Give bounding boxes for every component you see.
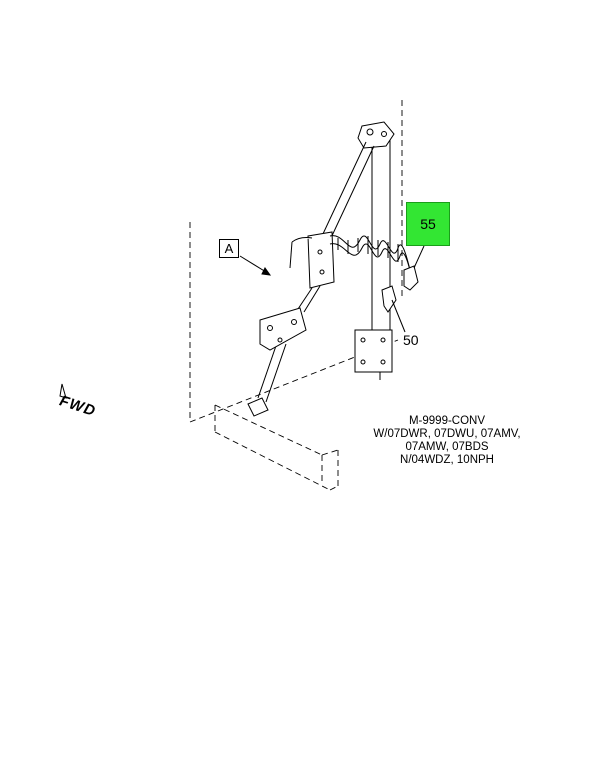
upper-arm xyxy=(321,141,375,241)
cable-clamp-50 xyxy=(381,285,406,333)
note-line: W/07DWR, 07DWU, 07AMV, xyxy=(373,428,521,440)
note-line: M-9999-CONV xyxy=(408,415,486,427)
view-a-arrow xyxy=(239,255,272,276)
part-50-callout: 50 xyxy=(403,332,419,348)
cab-outline xyxy=(189,100,403,491)
lower-bracket xyxy=(247,307,307,417)
part-55-callout[interactable]: 55 xyxy=(406,202,450,246)
mirror-bracket xyxy=(289,231,335,289)
coiled-cable xyxy=(329,235,413,279)
connector-55 xyxy=(403,245,425,291)
view-a-callout: A xyxy=(219,239,239,258)
note-line: 07AMW, 07BDS xyxy=(405,441,489,453)
applicability-notes: M-9999-CONV W/07DWR, 07DWU, 07AMV, 07AMW… xyxy=(352,415,542,467)
forward-arrow-icon xyxy=(59,383,67,399)
vertical-post xyxy=(354,121,395,380)
note-line: N/04WDZ, 10NPH xyxy=(400,454,494,466)
